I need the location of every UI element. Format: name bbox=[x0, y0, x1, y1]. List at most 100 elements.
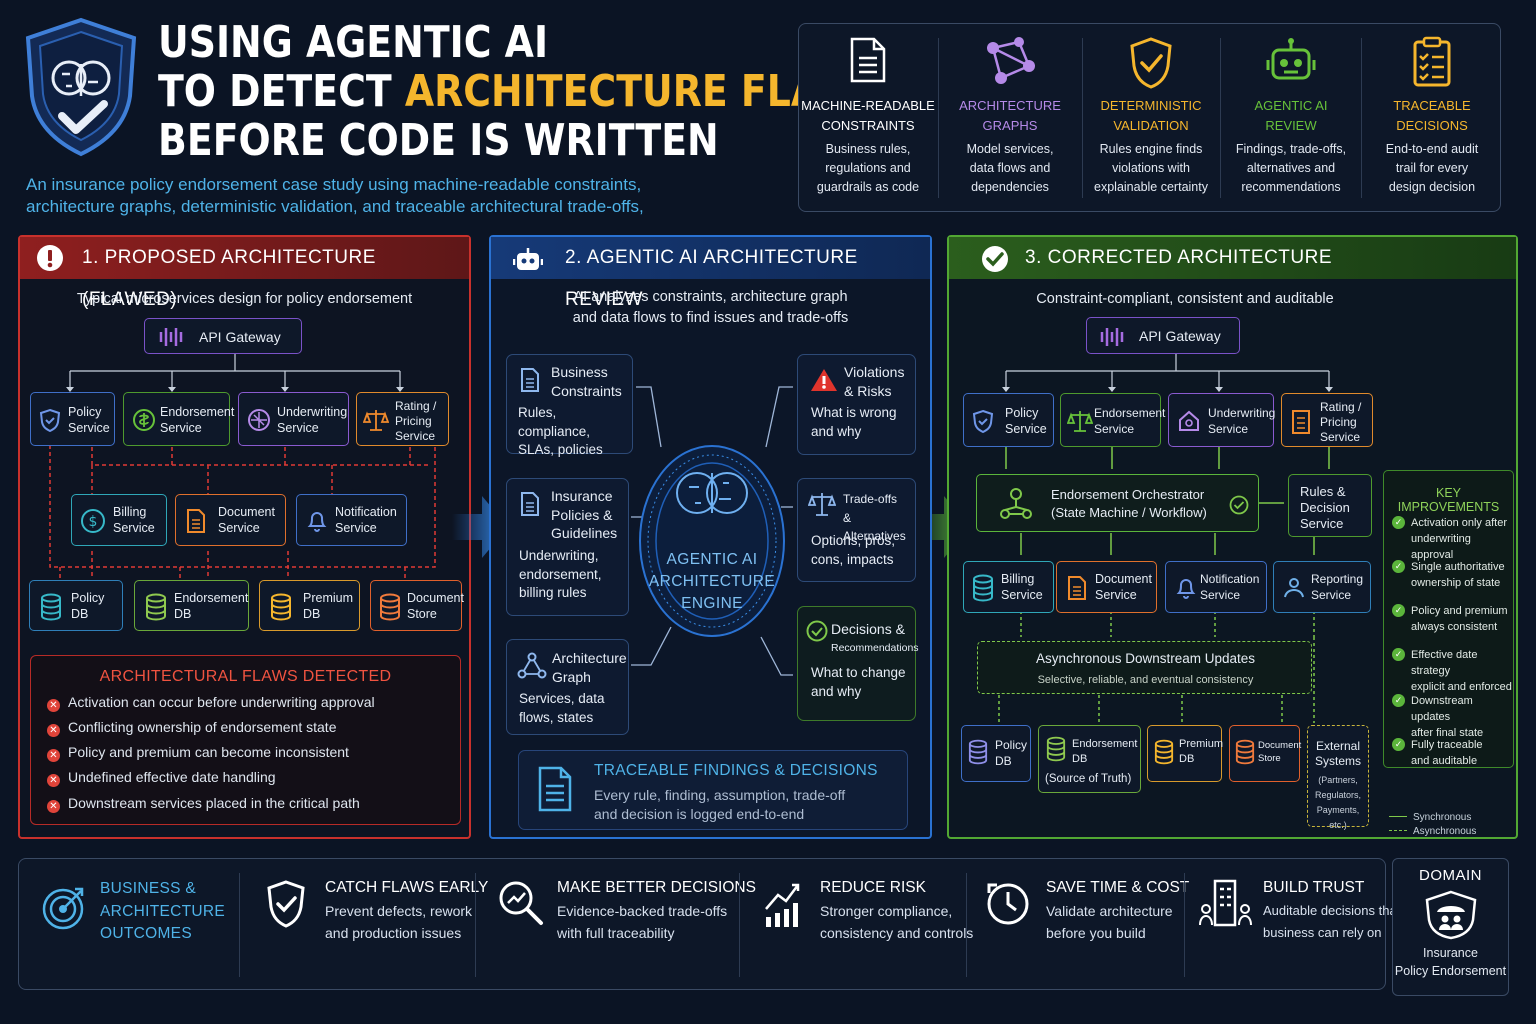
service-label: Service bbox=[68, 421, 110, 435]
service-label: Rating / bbox=[395, 399, 437, 413]
service-label: Document bbox=[218, 505, 275, 519]
output-desc: What to change bbox=[811, 665, 906, 680]
store-label: DB bbox=[1072, 753, 1088, 765]
pillar-desc-3: dependencies bbox=[971, 180, 1049, 194]
tagline-2: and data flows to find issues and trade-… bbox=[572, 310, 849, 326]
input-title: Guidelines bbox=[551, 525, 618, 541]
database-icon bbox=[271, 593, 291, 621]
flaw-item: ✕Policy and premium can become inconsist… bbox=[47, 744, 349, 762]
flawed-connectors bbox=[49, 353, 436, 579]
output-title: Violations bbox=[844, 364, 905, 380]
pillar-title-1: ARCHITECTURE bbox=[959, 98, 1061, 113]
corrected-connectors bbox=[998, 353, 1333, 723]
service-label: Service bbox=[395, 429, 436, 443]
check-icon: ✓ bbox=[1392, 738, 1405, 751]
panel-proposed-architecture: 1. PROPOSED ARCHITECTURE (FLAWED) Typica… bbox=[18, 235, 471, 839]
outcomes-title-1: BUSINESS & bbox=[100, 880, 197, 897]
external-label: External bbox=[1315, 739, 1361, 753]
pillar-title-1: TRACEABLE bbox=[1393, 98, 1471, 113]
service-label: Policy bbox=[1005, 406, 1039, 420]
panel-header: 3. CORRECTED ARCHITECTURE bbox=[949, 237, 1516, 279]
service-label: Service bbox=[218, 521, 260, 535]
domain-label-1: Insurance bbox=[1423, 946, 1478, 960]
input-title: Insurance bbox=[551, 488, 613, 504]
pillar-title-2: GRAPHS bbox=[982, 118, 1038, 133]
title-line-2: TO DETECT ARCHITECTURE FLAWS bbox=[158, 67, 887, 116]
legend-async-label: Asynchronous bbox=[1413, 826, 1477, 837]
tagline-1: AI analyzes constraints, architecture gr… bbox=[573, 289, 848, 305]
title-line-2-prefix: TO DETECT bbox=[158, 66, 405, 117]
pillar-desc: Business rules, regulations and guardrails… bbox=[799, 140, 937, 197]
service-label: Service bbox=[1001, 588, 1043, 602]
alert-icon bbox=[37, 245, 63, 271]
database-icon bbox=[1154, 739, 1174, 765]
key-text: Activation only after bbox=[1411, 517, 1507, 529]
panel-tagline: Typical microservices design for policy … bbox=[76, 291, 413, 307]
legend-sync: Synchronous bbox=[1389, 811, 1476, 825]
store-label: Document bbox=[1258, 740, 1302, 751]
subtitle-line-1: An insurance policy endorsement case stu… bbox=[26, 175, 642, 194]
key-text: Downstream updates bbox=[1411, 695, 1473, 723]
shield-check-icon bbox=[1130, 37, 1172, 89]
external-label: Systems bbox=[1314, 754, 1361, 768]
service-label: Endorsement bbox=[160, 405, 235, 419]
store-label: Document bbox=[407, 591, 464, 605]
pillar-desc-2: trail for every bbox=[1395, 161, 1469, 175]
outcome-title: REDUCE RISK bbox=[820, 879, 926, 896]
clock-icon bbox=[987, 883, 1029, 925]
outcome-catch-flaws: CATCH FLAWS EARLY Prevent defects, rewor… bbox=[240, 859, 488, 989]
document-icon bbox=[1068, 576, 1086, 600]
input-title: Constraints bbox=[551, 382, 622, 399]
pillar-desc-1: End-to-end audit bbox=[1385, 142, 1479, 156]
pillar-desc-1: Business rules, bbox=[825, 142, 911, 156]
store-label: DB bbox=[1179, 753, 1195, 765]
store-label: Premium bbox=[303, 591, 354, 605]
users-icon bbox=[1284, 578, 1304, 598]
input-desc: Services, data bbox=[519, 691, 605, 706]
document-icon bbox=[850, 37, 886, 83]
key-text: after final state bbox=[1411, 727, 1484, 739]
pillar-desc-1: Findings, trade-offs, bbox=[1235, 142, 1347, 156]
service-label: Policy bbox=[68, 405, 102, 419]
panel-tagline: Constraint-compliant, consistent and aud… bbox=[1036, 291, 1334, 307]
domain-title: DOMAIN bbox=[1419, 867, 1482, 884]
database-icon bbox=[146, 593, 166, 621]
input-desc: Rules, compliance, bbox=[518, 405, 591, 439]
rules-label: Service bbox=[1300, 516, 1344, 531]
bell-icon bbox=[307, 512, 327, 532]
outcome-desc: with full traceability bbox=[557, 925, 675, 941]
robot-icon bbox=[1266, 38, 1316, 80]
pillar-desc-2: regulations and bbox=[825, 161, 911, 175]
service-label: Document bbox=[1095, 572, 1152, 586]
external-label: (Partners, bbox=[1318, 775, 1358, 785]
rules-label: Rules & bbox=[1300, 484, 1346, 499]
service-label: Service bbox=[1095, 588, 1137, 602]
brain-shield-logo bbox=[25, 17, 137, 157]
divider bbox=[475, 873, 476, 977]
check-circle-icon bbox=[806, 620, 828, 642]
panel-agentic-review: 2. AGENTIC AI ARCHITECTURE REVIEW AI ana… bbox=[489, 235, 932, 839]
pillar-title-1: AGENTIC AI bbox=[1254, 98, 1328, 113]
outcome-desc: Evidence-backed trade-offs bbox=[557, 903, 728, 919]
graph-icon bbox=[987, 37, 1035, 84]
store-label: Premium bbox=[1179, 738, 1224, 750]
outcome-desc: Auditable decisions that bbox=[1263, 903, 1401, 918]
key-improvements-title: KEY IMPROVEMENTS bbox=[1397, 486, 1500, 514]
external-label: Regulators, bbox=[1314, 790, 1362, 800]
pillar-desc-3: guardrails as code bbox=[816, 180, 920, 194]
service-label: Service bbox=[335, 521, 377, 535]
input-desc: Underwriting, bbox=[519, 548, 599, 563]
orchestrator-title: Endorsement Orchestrator bbox=[1051, 487, 1205, 502]
shield-check-icon bbox=[267, 880, 305, 928]
